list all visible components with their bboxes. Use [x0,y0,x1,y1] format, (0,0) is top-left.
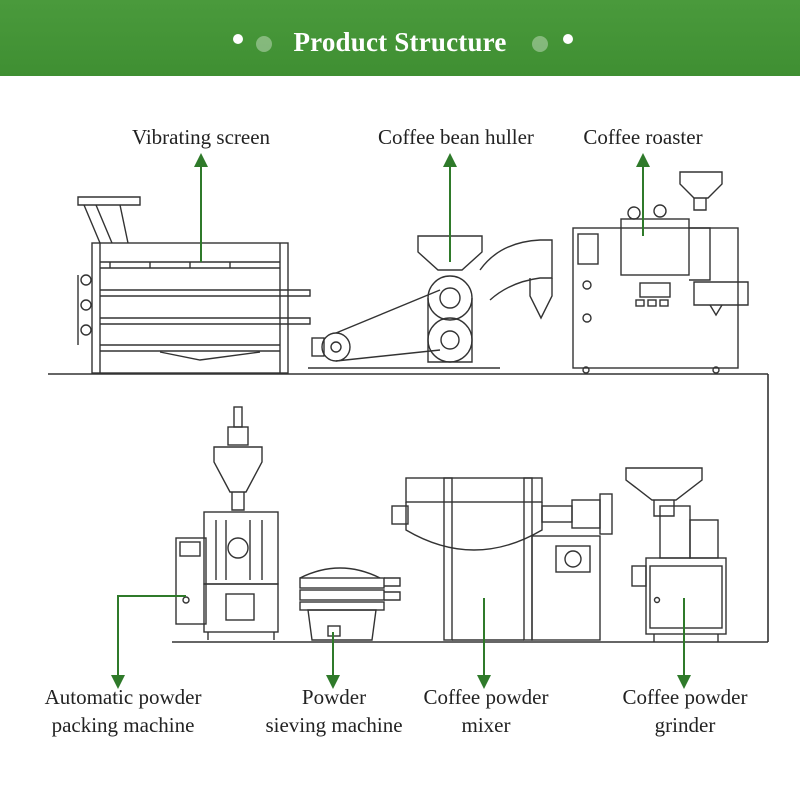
sieving-machine-label: Powder sieving machine [250,683,418,739]
vibrating-screen-label: Vibrating screen [131,125,271,149]
powder-mixer-label: Coffee powder mixer [408,683,564,739]
powder-grinder-label-line2: grinder [654,713,716,737]
powder-mixer-label-line2: mixer [461,713,511,737]
decorative-dot-icon [563,34,573,44]
powder-mixer-label-line1: Coffee powder [423,685,549,709]
header-banner: Product Structure [0,0,800,76]
sieving-machine-drawing [299,567,401,641]
callout-arrows [111,153,691,689]
powder-grinder-label-line1: Coffee powder [622,685,748,709]
coffee-roaster-drawing [572,171,749,374]
coffee-bean-huller-label: Coffee bean huller [378,125,534,149]
process-divider-lines [48,373,769,643]
powder-mixer-drawing [391,477,613,641]
packing-machine-arrow [111,595,186,689]
packing-machine-label: Automatic powder packing machine [20,683,226,739]
decorative-dot-icon [233,34,243,44]
packing-machine-drawing [175,406,279,640]
packing-machine-label-line1: Automatic powder [44,685,202,709]
coffee-bean-huller-drawing [308,235,553,369]
decorative-dot-icon [532,36,548,52]
page-title: Product Structure [293,27,507,57]
powder-grinder-drawing [625,467,727,642]
decorative-dot-icon [256,36,272,52]
packing-machine-label-line2: packing machine [51,713,195,737]
sieving-machine-label-line2: sieving machine [265,713,403,737]
coffee-roaster-label: Coffee roaster [583,125,703,149]
vibrating-screen-drawing [77,196,311,374]
sieving-machine-label-line1: Powder [301,685,367,709]
powder-grinder-label: Coffee powder grinder [606,683,764,739]
